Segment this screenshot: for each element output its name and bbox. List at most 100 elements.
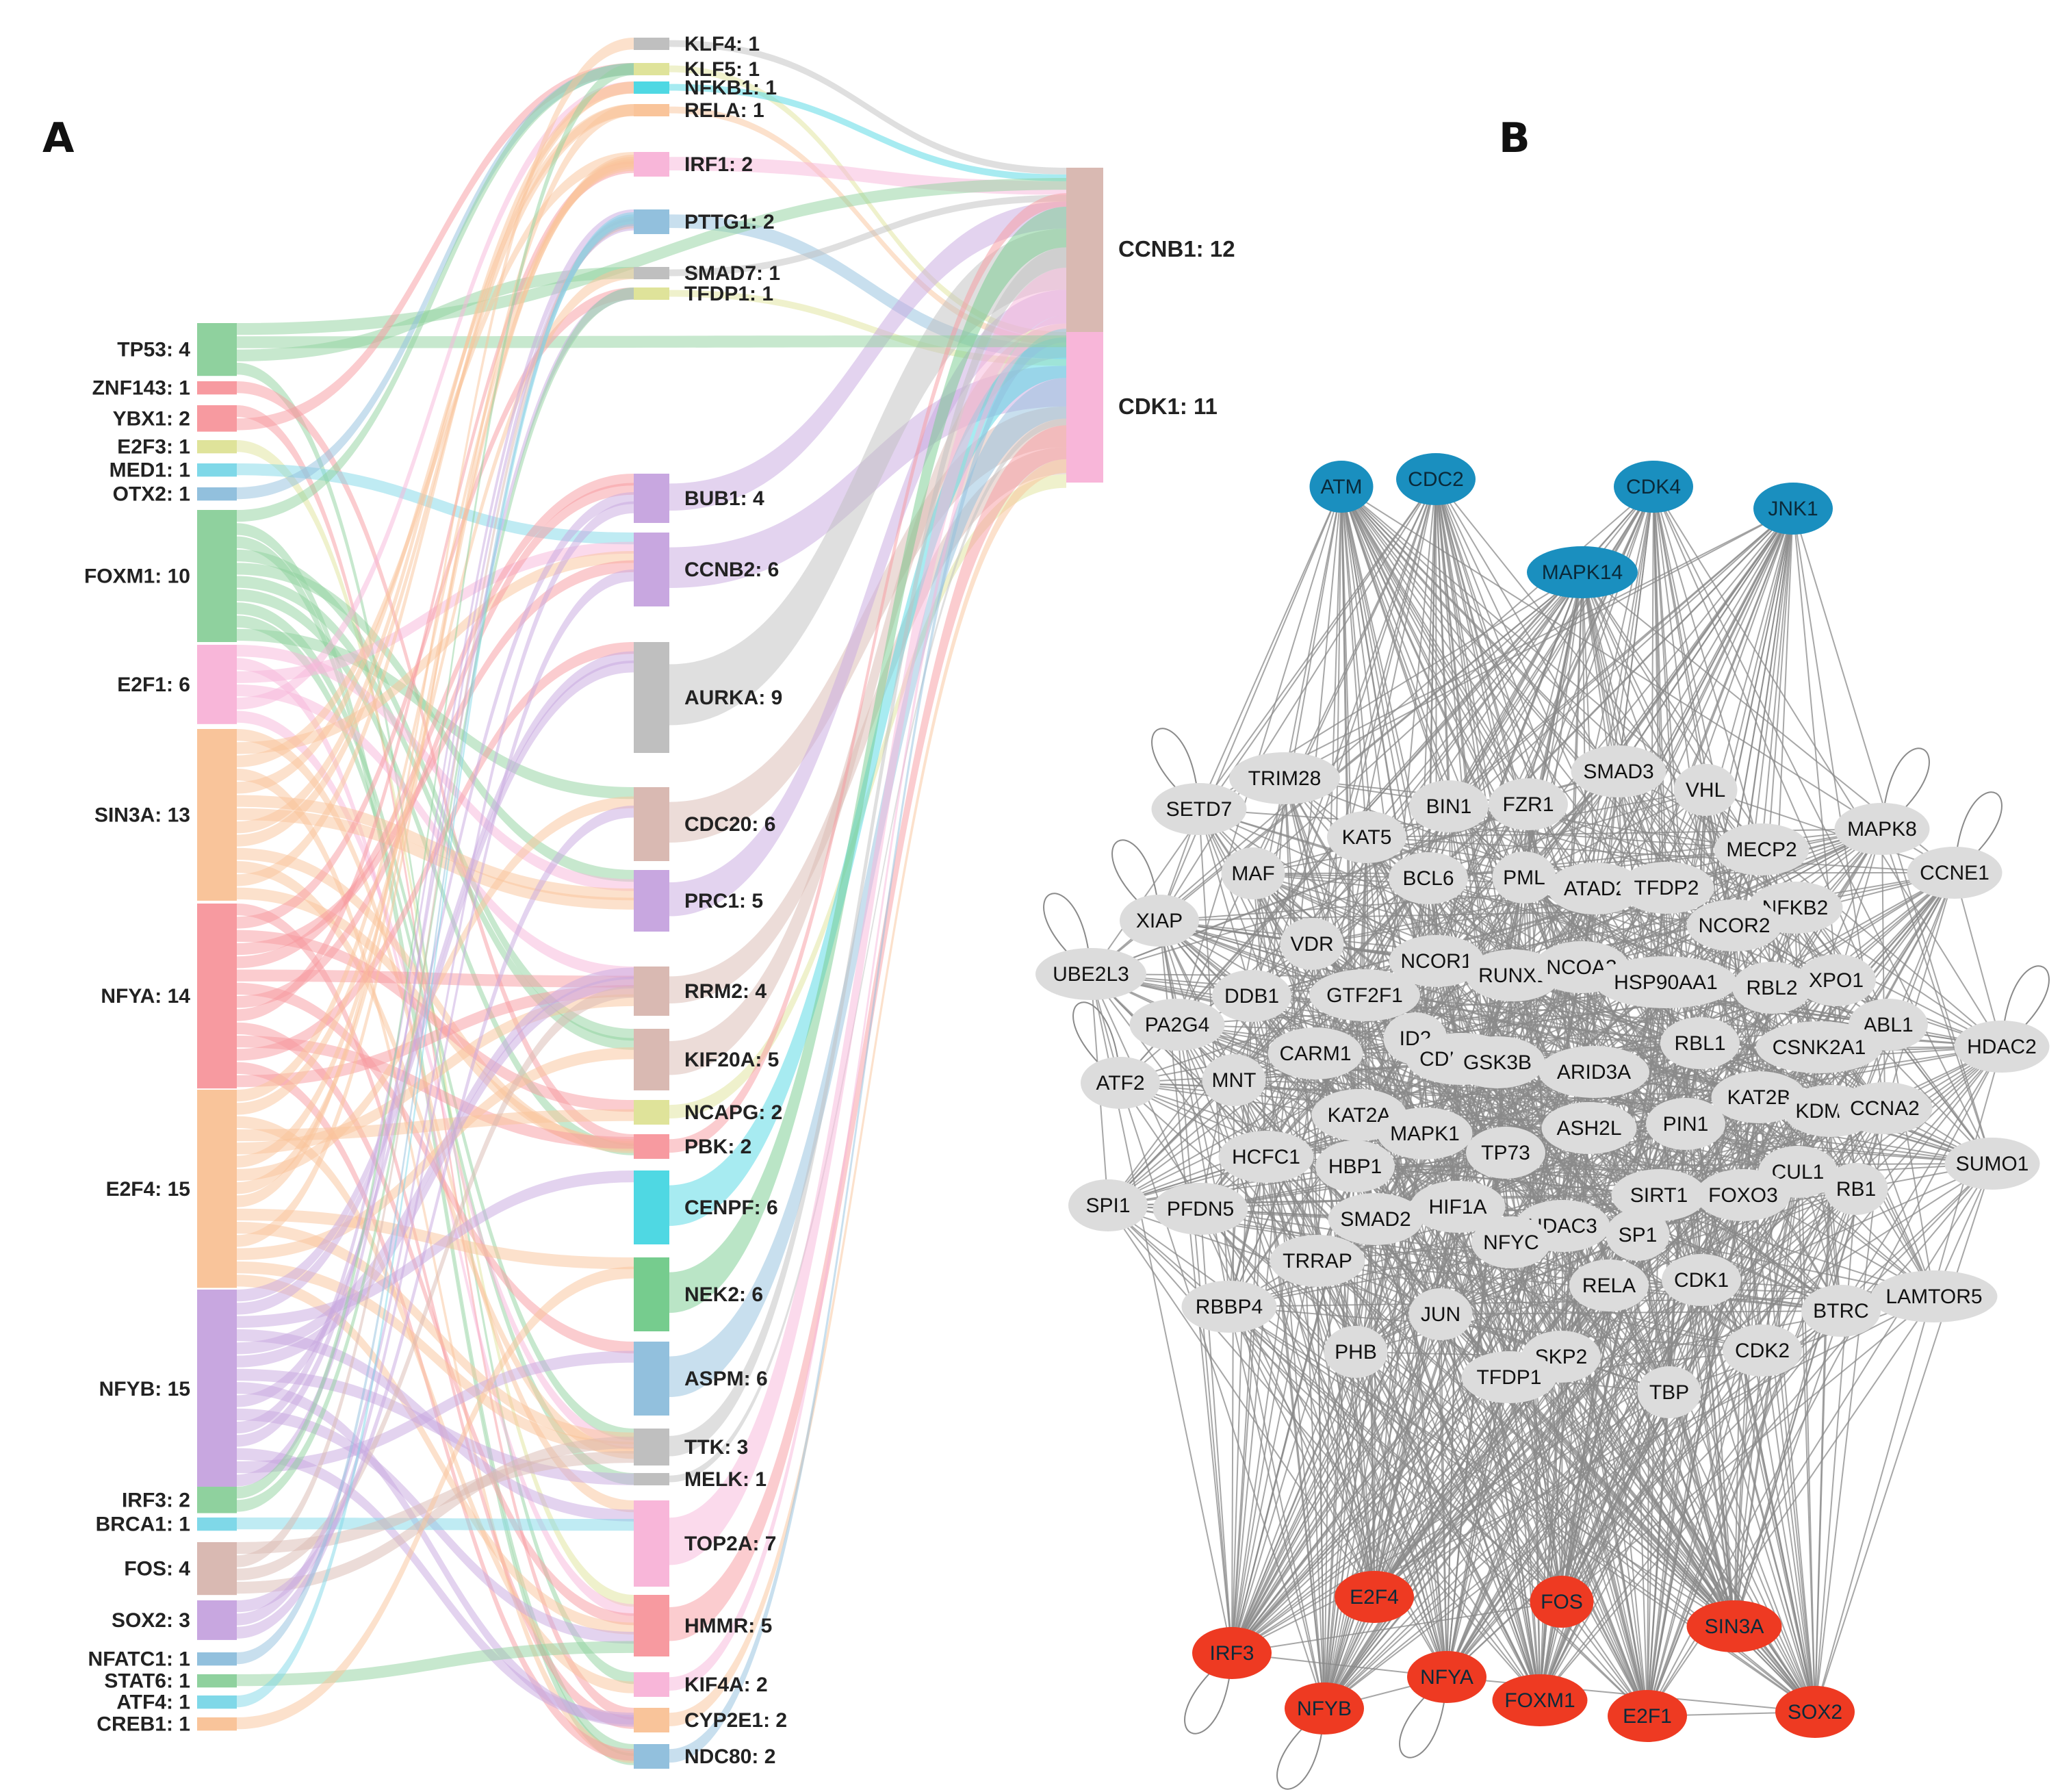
network-edge [1198,478,1437,810]
network-node-label: CSNK2A1 [1773,1036,1866,1059]
sankey-link-75 [237,1022,634,1626]
network-edge [1881,828,1885,1109]
sankey-link-114 [237,216,634,1567]
sankey-node-e2f3 [197,440,237,454]
sankey-node-creb1 [197,1717,237,1731]
network-node-shape [1192,1627,1272,1679]
network-node-shape [1389,935,1484,987]
network-edge [1317,1260,1735,1627]
network-edge [1176,478,1437,1025]
sankey-link-123 [237,1266,634,1730]
network-edge [1252,572,1583,874]
network-node-label: FOXM1 [1504,1689,1575,1712]
sankey-link-56 [237,768,634,1763]
network-node-nfyb: NFYB [1285,1682,1364,1735]
network-node-shape [1267,1027,1363,1079]
sankey-link-46 [237,628,634,799]
network-node-label: FZR1 [1503,793,1554,816]
sankey-label-fos: FOS: 4 [124,1558,190,1580]
network-node-kat5: KAT5 [1327,811,1406,863]
sankey-links [237,38,1066,1765]
network-edge [1512,975,1670,1393]
network-node-trrap: TRRAP [1270,1235,1365,1287]
network-node-shape [1229,752,1340,804]
sankey-link-18 [669,207,1066,1313]
sankey-link-48 [237,658,634,1616]
sankey-link-13 [669,447,1066,1003]
network-edge [1228,1306,1541,1701]
network-node-label: CARM1 [1279,1042,1351,1065]
network-node-cdk2: CDK2 [1723,1324,1802,1377]
sankey-link-0 [669,40,1066,175]
network-node-kat2b: KAT2B [1711,1071,1807,1123]
panel-label-a: A [42,114,75,162]
network-node-foxo3: FOXO3 [1695,1169,1791,1221]
network-node-shape [1466,1127,1545,1179]
network-edge [1366,828,1883,838]
sankey-link-42 [237,576,634,1050]
network-node-ddb1: DDB1 [1212,970,1291,1022]
network-edge [1231,1225,1563,1654]
network-node-shape [1309,969,1420,1021]
network-node-pa2g4: PA2G4 [1129,999,1225,1051]
network-edge [1324,1314,1441,1709]
network-edge [1107,1205,1541,1701]
network-node-rbl2: RBL2 [1732,962,1812,1014]
network-node-trim28: TRIM28 [1229,752,1340,804]
network-node-foxm1: FOXM1 [1492,1674,1588,1726]
sankey-link-108 [237,1351,634,1474]
network-edge [1734,1171,1799,1627]
network-node-shape [1673,764,1738,816]
network-node-nfya: NFYA [1407,1651,1486,1703]
network-node-ube2l3: UBE2L3 [1035,948,1146,1000]
sankey-link-116 [237,1436,634,1594]
sankey-link-17 [669,337,1066,1227]
network-edge [1341,486,1883,830]
sankey-label-med1: MED1: 1 [110,459,190,482]
network-edge [1107,572,1583,1206]
network-node-shape [1775,1686,1855,1738]
network-node-shape [1646,1098,1725,1150]
sankey-link-97 [237,1170,634,1328]
network-self-loop [1151,728,1200,810]
network-node-label: RBL1 [1674,1032,1725,1055]
network-node-shape [1662,1254,1741,1306]
network-node-setd7: SETD7 [1151,783,1247,835]
network-node-e2f1: E2F1 [1608,1690,1687,1742]
network-edge [1233,1079,1760,1098]
network-node-label: MAF [1231,862,1274,885]
sankey-link-27 [237,178,1066,335]
sankey-label-ncapg: NCAPG: 2 [684,1101,782,1124]
network-node-sox2: SOX2 [1775,1686,1855,1738]
sankey-link-81 [237,267,634,1115]
sankey-link-36 [237,63,634,500]
sankey-label-ccnb2: CCNB2: 6 [684,559,779,581]
sankey-node-stat6 [197,1674,237,1688]
sankey-link-106 [237,287,634,1447]
network-self-loop [1954,791,2003,873]
sankey-label-nfkb1: NFKB1: 1 [684,77,777,99]
network-node-nfyc: NFYC [1471,1216,1551,1268]
network-node-shape [1695,1169,1791,1221]
network-node-shape [1637,1366,1701,1418]
network-node-gtf2f1: GTF2F1 [1309,969,1420,1021]
network-edge [1200,1038,1416,1209]
network-edge [1647,1279,1702,1717]
network-node-hdac2: HDAC2 [1954,1021,2050,1073]
sankey-link-59 [237,808,634,910]
panel-label-b: B [1499,114,1530,162]
sankey-label-prc1: PRC1: 5 [684,890,763,912]
network-edge [1685,1123,1816,1713]
sankey-link-82 [237,1116,634,1693]
network-node-bcl6: BCL6 [1389,852,1468,904]
network-node-shape [1606,1209,1670,1261]
network-edge [1761,508,1794,850]
sankey-label-ybx1: YBX1: 2 [113,407,190,430]
sankey-link-29 [237,267,634,361]
sankey-node-fos [197,1542,237,1596]
network-node-label: HDAC2 [1967,1036,2037,1058]
sankey-link-28 [237,335,1066,348]
network-node-shape [1327,811,1406,863]
